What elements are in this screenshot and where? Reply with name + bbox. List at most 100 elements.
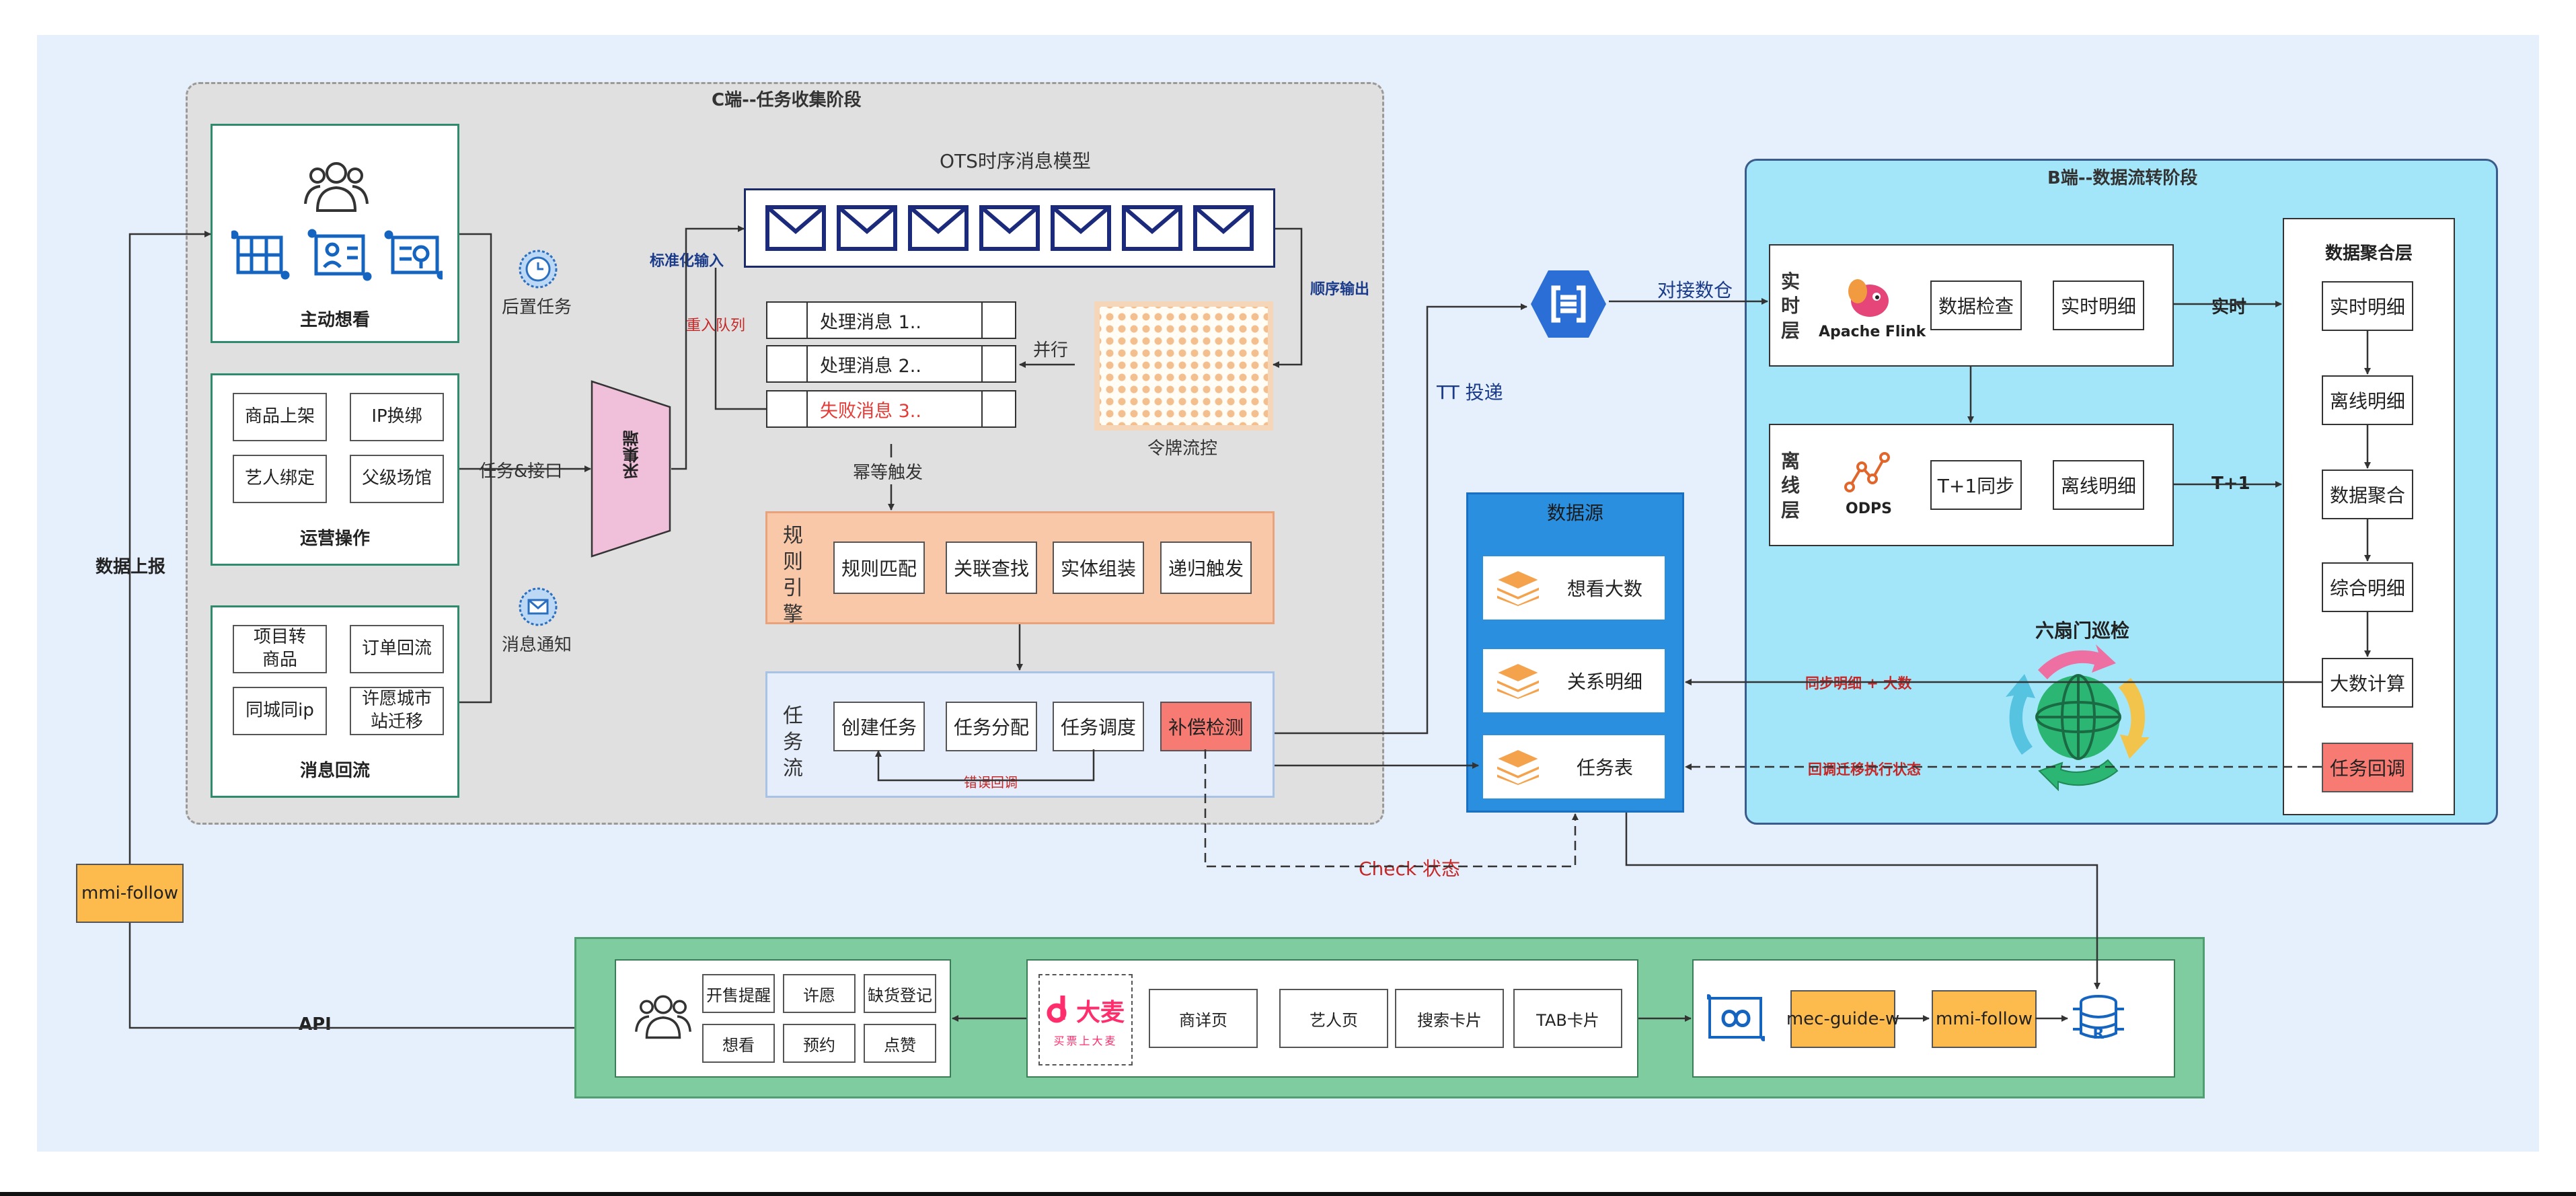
queue-row-text: 处理消息 2.. [808,346,983,381]
mf-same-city-button[interactable]: 同城同ip [233,687,327,735]
op-product-listing-button[interactable]: 商品上架 [233,393,327,441]
page-detail-button[interactable]: 商详页 [1149,989,1258,1048]
op-parent-venue-button[interactable]: 父级场馆 [350,455,444,503]
c-stage-title: C端--任务收集阶段 [712,90,862,110]
agg-big-number-button[interactable]: 大数计算 [2322,658,2413,708]
op-ip-rebind-button[interactable]: IP换绑 [350,393,444,441]
mf-project-to-product-button[interactable]: 项目转 商品 [233,625,327,673]
user-actions-box: 开售提醒 许愿 缺货登记 想看 预约 点赞 [615,959,951,1078]
offline-layer-label: 离 线 层 [1780,450,1800,521]
envelope-icon [1193,205,1254,251]
mf-wish-city-button[interactable]: 许愿城市 站迁移 [350,687,444,735]
damai-logo: 大麦 买票上大麦 [1038,974,1133,1066]
ots-message-queue [744,188,1275,268]
envelope-icon [1051,205,1111,251]
parallel-label: 并行 [1033,340,1069,361]
active-view-label: 主动想看 [299,310,370,330]
schedule-task-button[interactable]: 任务调度 [1053,702,1144,751]
token-flow-label: 令牌流控 [1147,439,1218,459]
agg-combined-detail-button[interactable]: 综合明细 [2322,562,2413,612]
task-flow-label: 任 务 流 [783,704,803,780]
envelope-icon [765,205,826,251]
mf-order-return-button[interactable]: 订单回流 [350,625,444,673]
realtime-layer-panel: 实 时 层 Apache Flink 数据检查 实时明细 [1769,244,2174,367]
b-stage-title: B端--数据流转阶段 [2047,168,2198,188]
action-stockout-button[interactable]: 缺货登记 [864,974,936,1013]
task-interface-label: 任务&接口 [475,457,567,482]
queue-row: 处理消息 1.. [766,301,1016,339]
docking-warehouse-label: 对接数仓 [1657,279,1733,301]
ds-item-want-count[interactable]: 想看大数 [1483,556,1665,620]
flink-squirrel-icon [1848,279,1889,317]
action-like-button[interactable]: 点赞 [864,1024,936,1063]
message-flow-label: 消息回流 [299,761,370,781]
warehouse-hex-icon [1531,270,1606,338]
damai-brand: 大麦 [1076,999,1125,1026]
sequential-output-label: 顺序输出 [1310,281,1370,298]
queue-row-failed: 失败消息 3.. [766,390,1016,428]
clock-icon [519,250,558,289]
agg-task-callback-button[interactable]: 任务回调 [2322,743,2413,792]
ds-item-label: 任务表 [1576,757,1633,779]
assign-task-button[interactable]: 任务分配 [946,702,1037,751]
sync-detail-label: 同步明细 + 大数 [1803,673,1915,693]
users-icon [304,162,369,212]
damai-logo-icon [1047,996,1067,1023]
related-lookup-button[interactable]: 关联查找 [946,541,1037,594]
offline-detail-button[interactable]: 离线明细 [2053,460,2144,510]
post-task-label: 后置任务 [502,297,572,317]
operations-panel: 商品上架 IP换绑 艺人绑定 父级场馆 运营操作 [211,373,459,566]
data-source-panel: 数据源 想看大数 关系明细 任务表 [1466,492,1684,813]
agg-realtime-detail-button[interactable]: 实时明细 [2322,281,2413,331]
action-sale-reminder-button[interactable]: 开售提醒 [702,974,775,1013]
ds-item-label: 关系明细 [1566,671,1642,693]
task-flow-panel: 任 务 流 创建任务 任务分配 任务调度 补偿检测 错误回调 [765,671,1275,798]
action-reserve-button[interactable]: 预约 [783,1024,856,1063]
users-icon [635,995,691,1039]
activity-icons [231,229,443,281]
agg-offline-detail-button[interactable]: 离线明细 [2322,375,2413,425]
operations-label: 运营操作 [299,529,370,549]
ds-item-label: 想看大数 [1566,578,1642,600]
t1-sync-button[interactable]: T+1同步 [1930,460,2022,510]
recursive-trigger-button[interactable]: 递归触发 [1160,541,1252,594]
rule-match-button[interactable]: 规则匹配 [833,541,925,594]
realtime-detail-button[interactable]: 实时明细 [2053,281,2144,330]
aggregation-title: 数据聚合层 [2324,244,2413,264]
bottom-bar [0,1192,2576,1196]
page-search-card-button[interactable]: 搜索卡片 [1395,989,1504,1048]
action-want-button[interactable]: 想看 [702,1024,775,1063]
damai-pages-box: 大麦 买票上大麦 商详页 艺人页 搜索卡片 TAB卡片 [1026,959,1638,1078]
compensation-check-button[interactable]: 补偿检测 [1160,702,1252,751]
realtime-layer-label: 实 时 层 [1780,270,1800,342]
rule-engine-label: 规 则 引 擎 [783,524,803,626]
idempotent-trigger-label: 幂等触发 [853,463,923,483]
odps-label: ODPS [1846,500,1892,517]
mail-notify-icon [519,587,558,626]
check-status-label: Check 状态 [1355,854,1465,881]
op-artist-bind-button[interactable]: 艺人绑定 [233,455,327,503]
odps-icon [1844,452,1890,492]
ots-title: OTS时序消息模型 [940,150,1091,172]
ds-item-relation-detail[interactable]: 关系明细 [1483,649,1665,712]
envelope-icon [908,205,969,251]
collector-shape [591,380,671,558]
mec-guide-w-node[interactable]: mec-guide-w [1786,990,1899,1048]
services-box: mec-guide-w mmi-follow R [1692,959,2175,1078]
entity-assembly-button[interactable]: 实体组装 [1053,541,1144,594]
data-check-button[interactable]: 数据检查 [1930,281,2022,330]
queue-row-text: 失败消息 3.. [808,391,983,426]
mmi-follow-node[interactable]: mmi-follow [1932,990,2037,1048]
mmi-follow-left-node[interactable]: mmi-follow [76,864,184,923]
svg-text:R: R [2093,1026,2105,1043]
flink-label: Apache Flink [1819,324,1926,340]
agg-data-aggregate-button[interactable]: 数据聚合 [2322,470,2413,519]
ds-item-task-table[interactable]: 任务表 [1483,735,1665,798]
queue-row-text: 处理消息 1.. [808,303,983,338]
page-tab-card-button[interactable]: TAB卡片 [1513,989,1622,1048]
action-wish-button[interactable]: 许愿 [783,974,856,1013]
envelope-icon [837,205,897,251]
page-artist-button[interactable]: 艺人页 [1279,989,1388,1048]
callback-status-label: 回调迁移执行状态 [1805,759,1924,779]
